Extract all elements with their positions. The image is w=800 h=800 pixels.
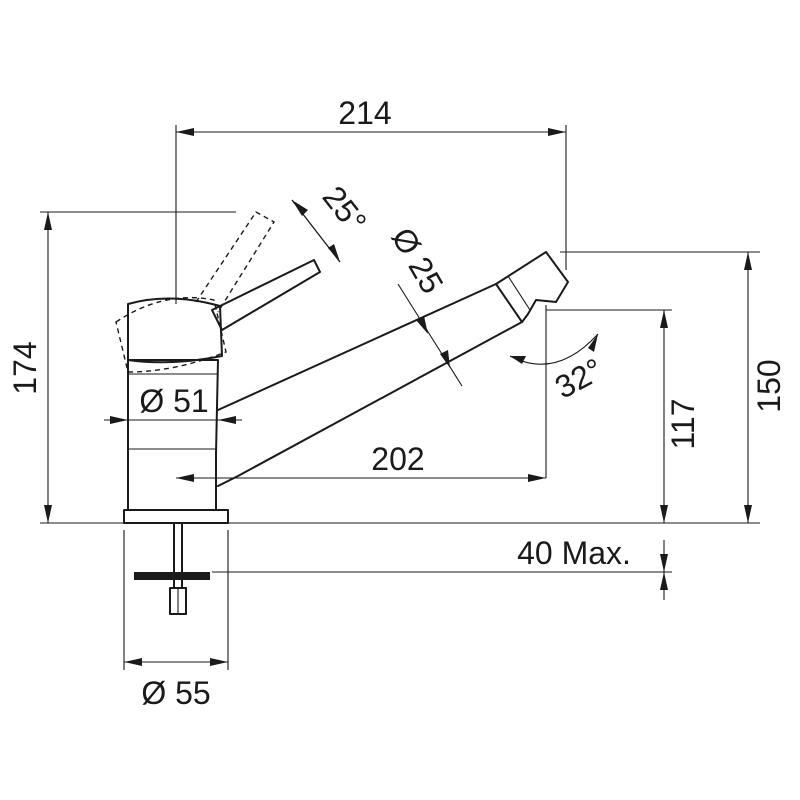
dim-lever-angle: 25° (316, 179, 374, 239)
spout-head-seam (507, 275, 531, 311)
dim-total-height: 174 (7, 341, 43, 394)
base-flange (123, 509, 229, 524)
dimension-lines (44, 128, 752, 666)
dim-overall-reach: 214 (338, 95, 391, 131)
dim-spout-clearance: 117 (665, 398, 701, 449)
dim-base-diameter: Ø 55 (141, 675, 210, 711)
dim-spout-reach: 202 (371, 441, 424, 477)
lever-cap-raised (115, 296, 227, 373)
dim-spout-diameter: Ø 25 (385, 221, 451, 299)
lever-cap (127, 297, 223, 364)
dim-max-worktop: 40 Max. (517, 535, 631, 571)
mount-washer (134, 572, 210, 580)
dim-swivel-angle: 32° (549, 351, 609, 406)
dim-spout-height: 150 (751, 359, 787, 412)
faucet-outline (115, 211, 569, 615)
lever-handle (211, 259, 321, 331)
spout-head (495, 251, 569, 323)
dim-body-diameter: Ø 51 (139, 383, 208, 419)
lever-handle-raised (195, 211, 275, 313)
spout (217, 283, 523, 487)
